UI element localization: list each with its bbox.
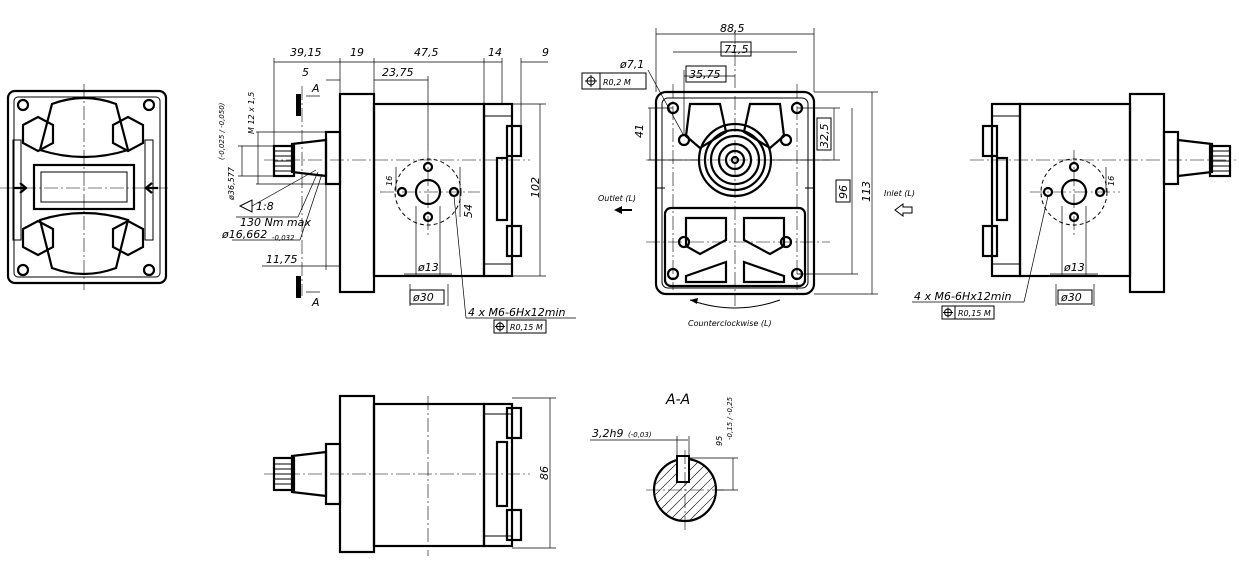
dim-16: 16	[385, 176, 394, 186]
dim-47-5: 47,5	[414, 46, 439, 59]
section-a-a: A-A 3,2h9 (-0,03) 95	[590, 392, 738, 530]
outlet-label: Outlet (L)	[598, 194, 636, 203]
pos-tol-front: R0,2 M	[603, 78, 631, 87]
dim-16-662-tol: -0,032	[272, 234, 295, 242]
holes-tol-right: R0,15 M	[958, 309, 991, 318]
bottom-view: 86	[264, 394, 556, 556]
dim-71-5: 71,5	[724, 43, 749, 56]
holes-tol: R0,15 M	[510, 323, 543, 332]
taper-ratio: 1:8	[256, 200, 274, 213]
dim-54: 54	[462, 204, 475, 218]
dim-36-577: ø36,577	[227, 166, 236, 201]
dim-102: 102	[529, 177, 542, 198]
dim-96: 96	[837, 185, 850, 199]
dim-39-15: 39,15	[290, 46, 322, 59]
dim-16-662: ø16,662	[221, 228, 267, 241]
dim-5: 5	[302, 66, 309, 79]
dim-36-577-tol: (-0,025 / -0,050)	[218, 102, 226, 160]
dim-m12: M 12 x 1,5	[247, 92, 256, 134]
dim-30: ø30	[412, 291, 434, 304]
key-depth-tol: -0,15 / -0,25	[726, 396, 734, 440]
dim-23-75: 23,75	[382, 66, 414, 79]
dim-11-75: 11,75	[266, 253, 298, 266]
holes-callout-right: 4 x M6-6Hx12min	[914, 290, 1012, 303]
dim-9: 9	[542, 46, 549, 59]
front-view: 88,5 71,5 35,75 ø7,1 R0,2 M 41 32,5 96	[581, 22, 915, 328]
key-width: 3,2h9	[592, 427, 623, 440]
right-side-view: 16 ø13 ø30 4 x M6-6Hx12min R0,15 M	[912, 92, 1236, 320]
inlet-arrow-icon	[894, 203, 913, 217]
section-mark-bottom: A	[311, 296, 320, 309]
dim-113: 113	[860, 181, 873, 202]
dim-86: 86	[538, 466, 551, 480]
key-width-tol: (-0,03)	[628, 431, 652, 439]
dim-30-right: ø30	[1060, 291, 1082, 304]
rotation-arrow-icon	[689, 299, 781, 309]
outlet-arrow-icon	[614, 206, 632, 214]
section-title: A-A	[665, 392, 690, 408]
section-mark-top: A	[311, 82, 320, 95]
rear-view	[0, 84, 168, 290]
side-view: A A 39,15 19 47,5 14 9 5 23,75 M 12 x 1,…	[218, 46, 576, 334]
dim-19: 19	[350, 46, 364, 59]
torque-label: 130 Nm max	[240, 216, 311, 229]
dim-35-75: 35,75	[689, 68, 721, 81]
key-depth: 95	[715, 436, 724, 446]
dim-32-5: 32,5	[818, 124, 831, 149]
dim-13-right: ø13	[1063, 261, 1085, 274]
holes-callout: 4 x M6-6Hx12min	[468, 306, 566, 319]
rotation-label: Counterclockwise (L)	[688, 319, 772, 328]
dim-16-right: 16	[1107, 176, 1116, 186]
dim-14: 14	[488, 46, 502, 59]
dim-88-5: 88,5	[720, 22, 745, 35]
inlet-label: Inlet (L)	[884, 189, 915, 198]
dim-13: ø13	[417, 261, 439, 274]
dim-41: 41	[633, 124, 646, 138]
dim-7-1: ø7,1	[619, 58, 644, 71]
